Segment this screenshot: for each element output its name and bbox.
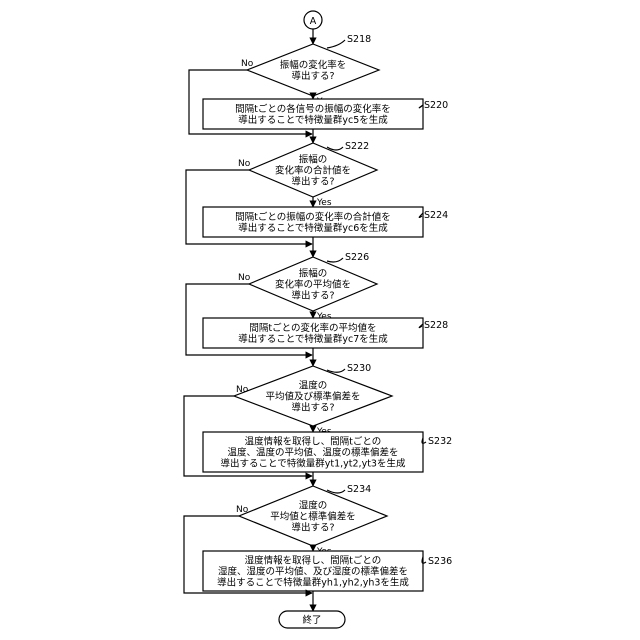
process-step-id: S224	[424, 210, 448, 221]
process-text-line: 温度、温度の平均値、温度の標準偏差を	[227, 447, 398, 459]
decision-text-line: 導出する?	[291, 522, 334, 534]
process-text-line: 間隔tごとの各信号の振幅の変化率を	[235, 103, 391, 115]
decision-text-line: 導出する?	[291, 290, 334, 302]
process-text-line: 導出することで特徴量群yh1,yh2,yh3を生成	[217, 577, 409, 589]
decision-text-line: 導出する?	[291, 176, 334, 188]
step-5: 湿度の平均値と標準偏差を導出する?S234Yes湿度情報を取得し、間隔tごとの湿…	[184, 476, 452, 593]
no-label: No	[241, 59, 254, 69]
no-label: No	[236, 385, 249, 395]
decision-text-line: 変化率の平均値を	[275, 279, 351, 291]
process-text-line: 導出することで特徴量群yc7を生成	[238, 333, 388, 345]
process-text-line: 湿度、湿度の平均値、及び湿度の標準偏差を	[218, 566, 408, 578]
process-step-id: S236	[428, 556, 452, 567]
step-id-leader	[327, 258, 343, 262]
process-step-id: S220	[424, 100, 448, 111]
end-label: 終了	[302, 614, 321, 626]
no-label: No	[238, 273, 251, 283]
step-id-leader	[327, 40, 345, 48]
connector-a: A	[304, 11, 322, 29]
decision-text-line: 導出する?	[291, 402, 334, 414]
decision-text-line: 湿度の	[299, 500, 328, 512]
process-text-line: 導出することで特徴量群yt1,yt2,yt3を生成	[221, 458, 406, 470]
step-4: 温度の平均値及び標準偏差を導出する?S230Yes温度情報を取得し、間隔tごとの…	[184, 355, 452, 476]
process-text-line: 間隔tごとの変化率の平均値を	[249, 322, 376, 334]
decision-text-line: 平均値及び標準偏差を	[265, 391, 360, 403]
decision-step-id: S234	[347, 484, 371, 495]
decision-text-line: 振幅の	[299, 154, 328, 166]
decision-text-line: 変化率の合計値を	[275, 165, 351, 177]
decision-step-id: S222	[345, 141, 369, 152]
decision-text-line: 振幅の変化率を	[280, 59, 347, 71]
end-terminal: 終了	[279, 611, 345, 628]
no-label: No	[238, 159, 251, 169]
decision-step-id: S226	[345, 252, 369, 263]
decision-text-line: 平均値と標準偏差を	[270, 511, 356, 523]
no-label: No	[236, 505, 249, 515]
process-text-line: 温度情報を取得し、間隔tごとの	[245, 436, 382, 448]
process-text-line: 間隔tごとの振幅の変化率の合計値を	[235, 211, 391, 223]
decision-text-line: 振幅の	[299, 268, 328, 280]
decision-step-id: S230	[347, 363, 371, 374]
step-3: 振幅の変化率の平均値を導出する?S226Yes間隔tごとの変化率の平均値を導出す…	[186, 244, 448, 355]
step-id-leader	[422, 557, 426, 563]
process-step-id: S232	[428, 436, 452, 447]
process-text-line: 湿度情報を取得し、間隔tごとの	[245, 555, 382, 567]
decision-text-line: 温度の	[299, 380, 328, 392]
process-text-line: 導出することで特徴量群yc5を生成	[238, 114, 388, 126]
process-text-line: 導出することで特徴量群yc6を生成	[238, 222, 388, 234]
decision-step-id: S218	[347, 34, 371, 45]
decision-text-line: 導出する?	[291, 70, 334, 82]
step-2: 振幅の変化率の合計値を導出する?S222Yes間隔tごとの振幅の変化率の合計値を…	[186, 134, 448, 244]
step-id-leader	[422, 438, 426, 443]
connector-label: A	[310, 16, 317, 27]
process-step-id: S228	[424, 320, 448, 331]
step-1: 振幅の変化率を導出する?S218Yes間隔tごとの各信号の振幅の変化率を導出する…	[189, 29, 448, 134]
